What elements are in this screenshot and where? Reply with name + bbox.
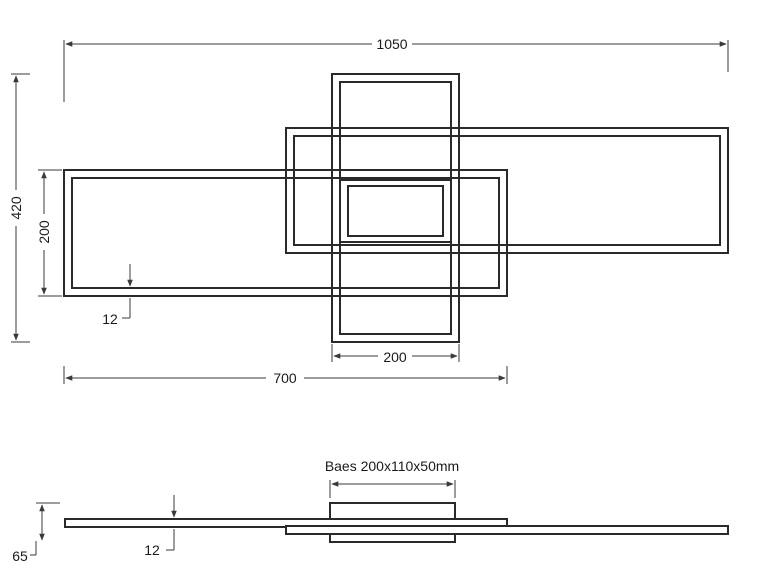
left-horizontal-frame [63,169,508,297]
base-size-label: Baes 200x110x50mm [325,458,459,474]
top-view [63,73,729,343]
overall-width-dimension: 1050 [63,36,729,102]
overall-width-label: 1050 [376,36,407,52]
left-frame-height-dimension: 200 [36,169,62,297]
vertical-frame-width-label: 200 [383,349,407,365]
profile-thickness-side-label: 12 [144,542,160,558]
side-view [64,502,729,543]
center-base-box [339,179,452,243]
side-right-bar [285,525,729,535]
left-frame-width-dimension: 700 [63,366,508,386]
left-frame-height-label: 200 [36,220,52,244]
vertical-frame [331,73,460,343]
profile-thickness-side-view: 12 [144,495,177,558]
overall-height-dimension: 420 [8,73,30,343]
profile-thickness-top-view: 12 [102,264,133,327]
side-height-dimension: 65 [12,502,60,564]
overall-height-label: 420 [8,196,24,220]
profile-thickness-top-label: 12 [102,311,118,327]
side-height-label: 65 [12,548,28,564]
base-size-dimension: Baes 200x110x50mm [325,458,459,498]
left-frame-width-label: 700 [273,370,297,386]
vertical-frame-width-dimension: 200 [331,344,460,365]
